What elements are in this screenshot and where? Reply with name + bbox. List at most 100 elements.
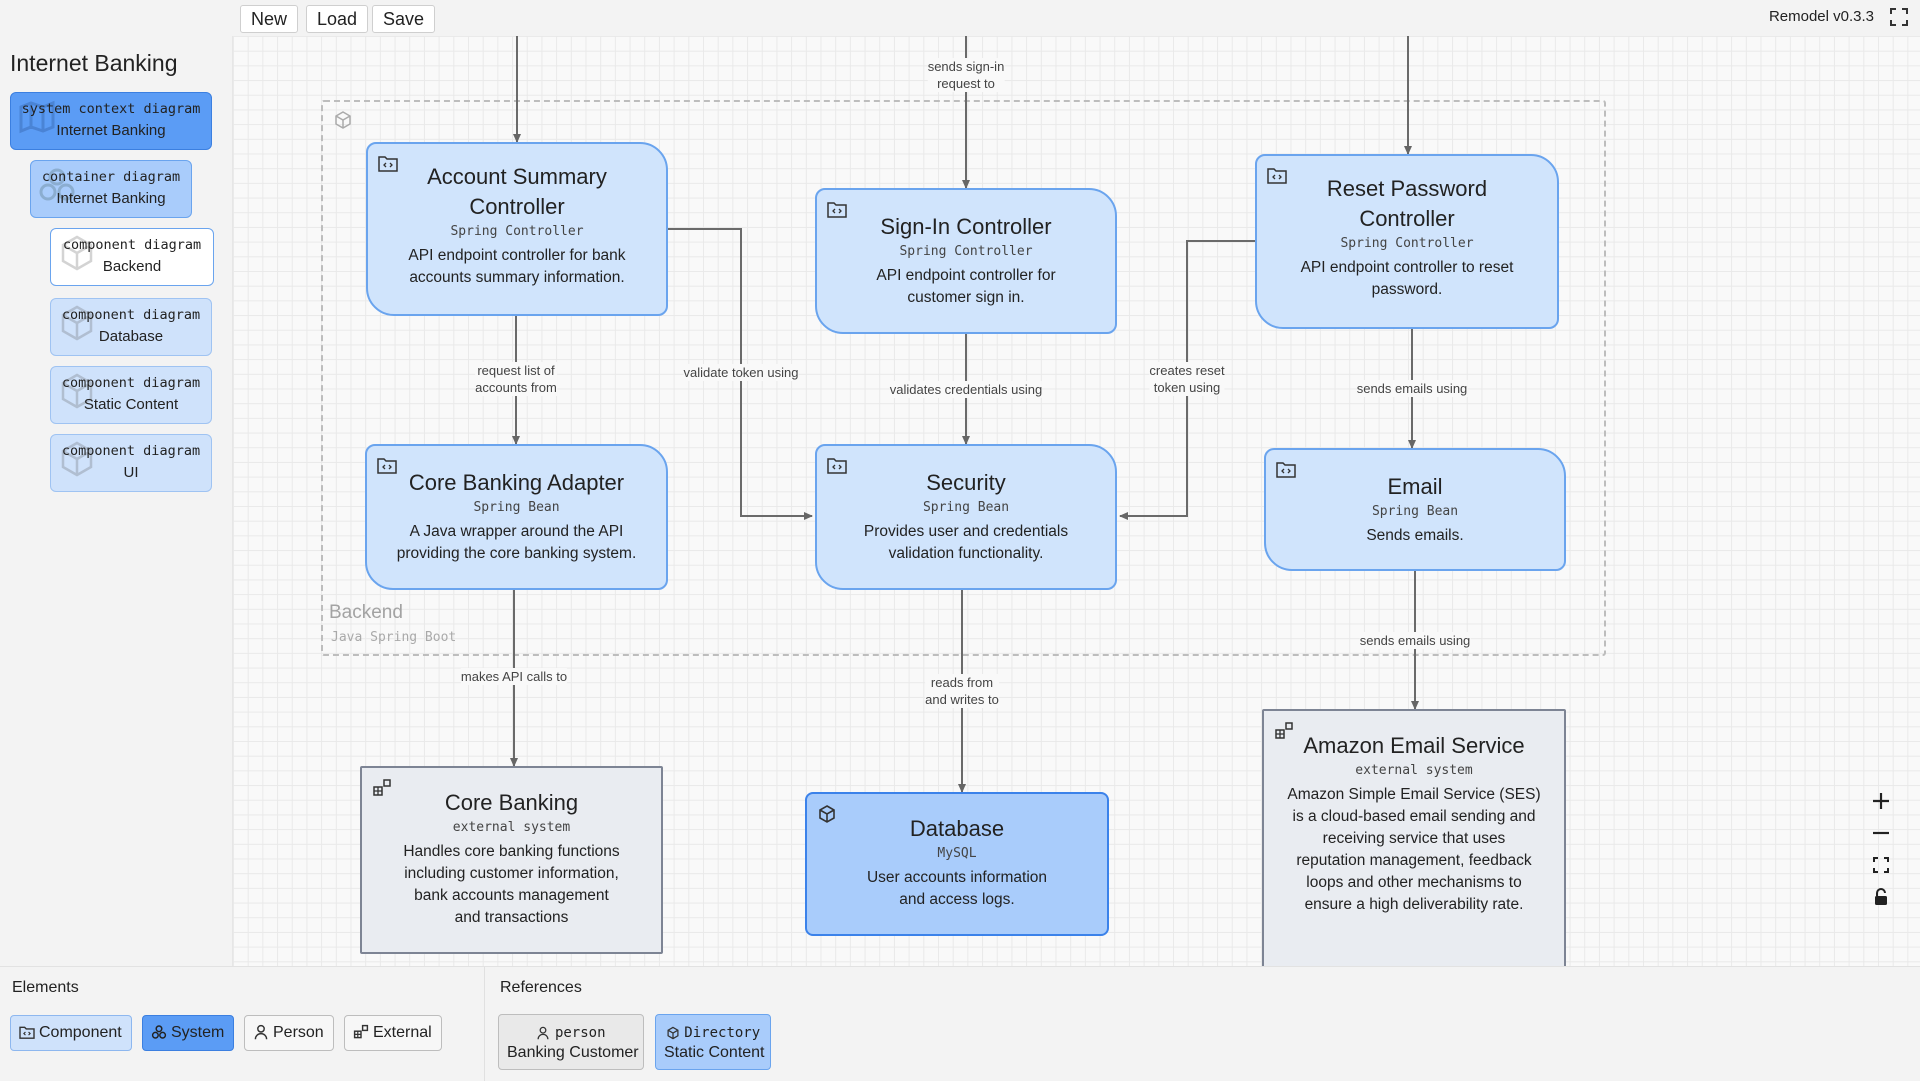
node-title: Controller <box>1359 206 1455 231</box>
account-summary-controller-node[interactable]: Account Summary Controller Spring Contro… <box>366 142 668 316</box>
diagram-type: component diagram <box>61 443 201 459</box>
node-technology: Spring Controller <box>899 244 1033 259</box>
reference-name: Static Content <box>664 1044 765 1061</box>
node-description: Sends emails. <box>1366 527 1464 544</box>
reference-name: Banking Customer <box>507 1044 639 1061</box>
edge-label: validate token using <box>683 364 799 381</box>
node-technology: Spring Bean <box>473 500 560 515</box>
folder-code-icon <box>1267 168 1287 184</box>
edge-label: validates credentials using <box>889 381 1043 398</box>
reference-static-content[interactable]: Directory Static Content <box>655 1014 771 1070</box>
system-icon <box>39 168 75 201</box>
person-icon <box>537 1026 550 1040</box>
core-banking-node[interactable]: Core Banking external system Handles cor… <box>360 766 663 954</box>
cube-icon <box>61 441 93 477</box>
apps-icon <box>1275 722 1293 739</box>
lock-button[interactable] <box>1868 884 1894 910</box>
diagram-type: component diagram <box>62 237 202 253</box>
new-button[interactable]: New <box>240 5 299 33</box>
node-technology: Spring Controller <box>1340 236 1474 251</box>
sidebar: Internet Banking system context diagram … <box>0 36 233 966</box>
diagram-item-backend[interactable]: component diagram Backend <box>50 228 214 286</box>
references-panel: References person Banking Customer Direc… <box>485 967 1920 1081</box>
security-node[interactable]: Security Spring Bean Provides user and c… <box>815 444 1117 590</box>
backend-boundary[interactable] <box>321 100 1606 656</box>
diagram-item-container[interactable]: container diagram Internet Banking <box>30 160 192 218</box>
folder-code-icon <box>377 458 397 474</box>
cube-icon <box>335 111 351 129</box>
node-technology: external system <box>452 820 571 835</box>
component-button[interactable]: Component <box>10 1015 132 1051</box>
fullscreen-icon[interactable] <box>1888 6 1910 28</box>
zoom-in-button[interactable] <box>1868 788 1894 814</box>
core-banking-adapter-node[interactable]: Core Banking Adapter Spring Bean A Java … <box>365 444 668 590</box>
cube-icon <box>61 305 93 341</box>
sign-in-controller-node[interactable]: Sign-In Controller Spring Controller API… <box>815 188 1117 334</box>
diagram-item-ui[interactable]: component diagram UI <box>50 434 212 492</box>
folder-code-icon <box>827 458 847 474</box>
node-title: Amazon Email Service <box>1303 733 1525 758</box>
toolbar: New Load Save Remodel v0.3.3 <box>0 0 1920 37</box>
apps-icon <box>373 779 391 796</box>
plus-icon <box>1873 793 1889 809</box>
elements-title: Elements <box>12 979 79 996</box>
save-button[interactable]: Save <box>372 5 436 33</box>
minus-icon <box>1873 831 1889 835</box>
diagram-type: component diagram <box>61 375 201 391</box>
system-icon <box>151 1025 167 1039</box>
node-technology: Spring Bean <box>922 500 1010 515</box>
diagram-name: Database <box>98 328 164 345</box>
edge-label: sends emails using <box>1359 632 1471 649</box>
diagram-name: Internet Banking <box>56 190 166 207</box>
diagram-item-system-context[interactable]: system context diagram Internet Banking <box>10 92 212 150</box>
load-button[interactable]: Load <box>306 5 369 33</box>
diagram-name: Internet Banking <box>56 122 166 139</box>
system-button[interactable]: System <box>142 1015 234 1051</box>
amazon-email-service-node[interactable]: Amazon Email Service external system Ama… <box>1262 709 1566 966</box>
node-technology: external system <box>1355 763 1473 778</box>
person-icon <box>254 1024 268 1040</box>
diagram-item-static-content[interactable]: component diagram Static Content <box>50 366 212 424</box>
email-node[interactable]: Email Spring Bean Sends emails. <box>1264 448 1566 571</box>
node-technology: MySQL <box>937 846 977 861</box>
reference-type: person <box>554 1025 606 1041</box>
database-node[interactable]: Database MySQL User accounts information… <box>805 792 1109 936</box>
reference-banking-customer[interactable]: person Banking Customer <box>498 1014 644 1070</box>
sidebar-title: Internet Banking <box>10 50 178 76</box>
diagram-type: system context diagram <box>21 101 201 117</box>
fit-view-icon <box>1873 857 1889 873</box>
cube-icon <box>819 805 835 823</box>
zoom-out-button[interactable] <box>1868 820 1894 846</box>
app-version: Remodel v0.3.3 <box>1768 8 1874 25</box>
fit-view-button[interactable] <box>1868 852 1894 878</box>
node-title: Core Banking Adapter <box>408 470 625 495</box>
external-button[interactable]: External <box>344 1015 442 1051</box>
node-title: Sign-In Controller <box>880 214 1052 239</box>
apps-icon <box>353 1024 369 1039</box>
node-title: Controller <box>469 194 565 219</box>
folder-code-icon <box>378 156 398 172</box>
node-technology: Spring Bean <box>1371 504 1459 519</box>
cube-icon <box>667 1026 679 1040</box>
diagram-item-database[interactable]: component diagram Database <box>50 298 212 356</box>
button-label: External <box>373 1024 432 1041</box>
person-button[interactable]: Person <box>244 1015 334 1051</box>
button-label: System <box>171 1024 225 1041</box>
reference-type: Directory <box>684 1025 761 1041</box>
diagram-type: component diagram <box>61 307 201 323</box>
diagram-name: Backend <box>102 258 162 275</box>
edge-label: makes API calls to <box>460 668 568 685</box>
folder-code-icon <box>827 202 847 218</box>
reset-password-controller-node[interactable]: Reset Password Controller Spring Control… <box>1255 154 1559 329</box>
elements-panel: Elements Component System Person Externa… <box>0 967 485 1081</box>
